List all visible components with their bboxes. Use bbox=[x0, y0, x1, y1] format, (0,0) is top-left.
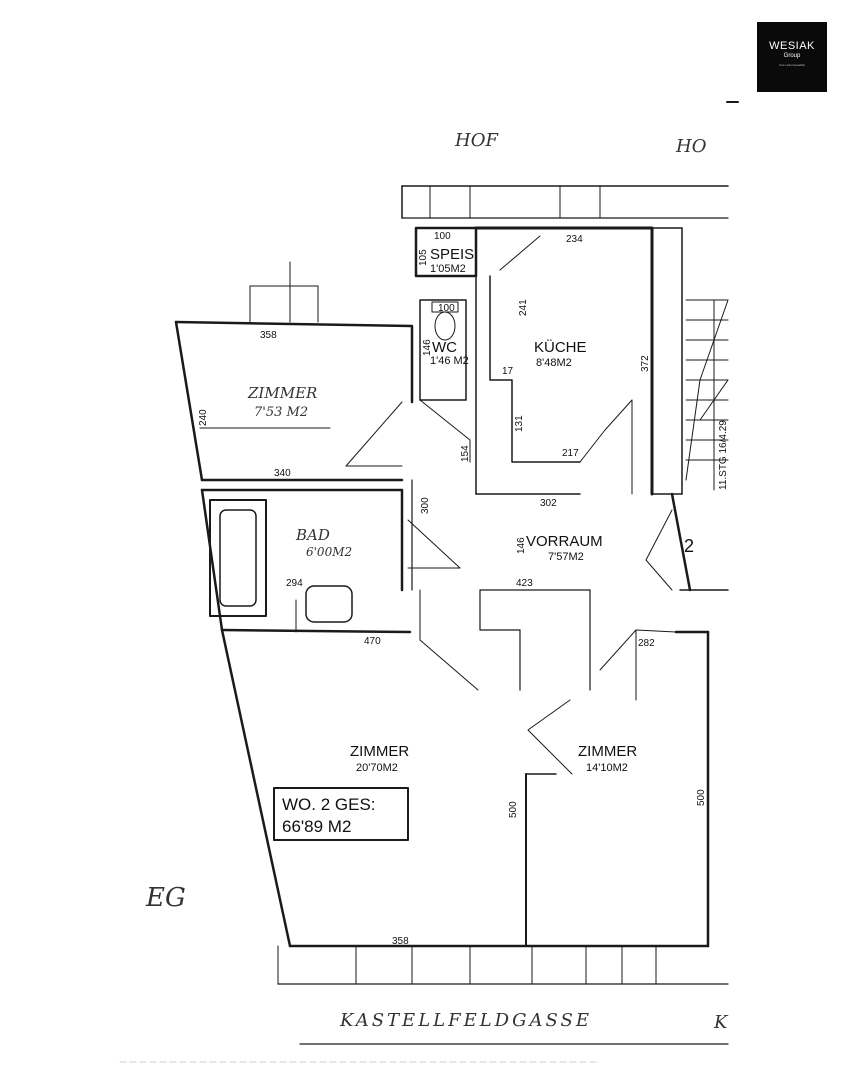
label-floor: EG bbox=[145, 883, 186, 913]
room-zimmer-small-name: ZIMMER bbox=[247, 384, 317, 402]
summary-line1: WO. 2 GES: bbox=[282, 795, 376, 814]
dim-294: 294 bbox=[286, 578, 303, 589]
dim-358b: 358 bbox=[392, 936, 409, 947]
dim-146b: 146 bbox=[516, 537, 527, 554]
room-vorraum-name: VORRAUM bbox=[526, 533, 603, 550]
room-wc-area: 1'46 M2 bbox=[430, 355, 469, 367]
label-hof-right: HO bbox=[675, 136, 707, 157]
dim-100b: 100 bbox=[438, 303, 455, 314]
room-zimmer-small-area: 7'53 M2 bbox=[254, 405, 308, 420]
dim-340: 340 bbox=[274, 468, 291, 479]
label-street-right: K bbox=[713, 1012, 729, 1033]
room-speis-name: SPEIS bbox=[430, 246, 474, 263]
logo-tagline: Ihre Lebensqualität bbox=[779, 63, 805, 67]
summary-line2: 66'89 M2 bbox=[282, 817, 351, 836]
label-stair: 11.STG 16/4.29 bbox=[718, 420, 729, 490]
dim-470: 470 bbox=[364, 636, 381, 647]
dim-240: 240 bbox=[198, 409, 209, 426]
room-wc-name: WC bbox=[432, 339, 457, 356]
room-speis-area: 1'05M2 bbox=[430, 263, 466, 275]
room-zimmer-big-area: 20'70M2 bbox=[356, 762, 398, 774]
dim-17: 17 bbox=[502, 366, 514, 377]
dim-358a: 358 bbox=[260, 330, 277, 341]
room-bad-area: 6'00M2 bbox=[306, 545, 352, 559]
dim-105: 105 bbox=[418, 249, 429, 266]
room-zimmer-big-name: ZIMMER bbox=[350, 743, 409, 760]
dim-500b: 500 bbox=[696, 789, 707, 806]
dim-217: 217 bbox=[562, 448, 579, 459]
dim-282: 282 bbox=[638, 638, 655, 649]
room-zimmer-right-name: ZIMMER bbox=[578, 743, 637, 760]
room-zimmer-right-area: 14'10M2 bbox=[586, 762, 628, 774]
label-hof: HOF bbox=[454, 130, 499, 151]
room-vorraum-area: 7'57M2 bbox=[548, 551, 584, 563]
dim-423: 423 bbox=[516, 578, 533, 589]
dim-241: 241 bbox=[518, 299, 529, 316]
room-kueche-name: KÜCHE bbox=[534, 338, 587, 356]
dim-154: 154 bbox=[460, 445, 471, 462]
dim-131: 131 bbox=[514, 415, 525, 432]
label-street: KASTELLFELDGASSE bbox=[339, 1010, 592, 1031]
dim-146a: 146 bbox=[422, 339, 433, 356]
dim-500a: 500 bbox=[508, 801, 519, 818]
wesiak-logo: WESIAK Group Ihre Lebensqualität bbox=[757, 22, 827, 92]
logo-brand: WESIAK bbox=[769, 40, 815, 52]
label-door-number: 2 bbox=[684, 536, 694, 556]
dim-300: 300 bbox=[420, 497, 431, 514]
room-bad-name: BAD bbox=[295, 526, 330, 544]
logo-sub: Group bbox=[783, 53, 801, 59]
dim-100a: 100 bbox=[434, 231, 451, 242]
dim-372: 372 bbox=[640, 355, 651, 372]
dim-302: 302 bbox=[540, 498, 557, 509]
dim-234: 234 bbox=[566, 234, 583, 245]
room-kueche-area: 8'48M2 bbox=[536, 357, 572, 369]
